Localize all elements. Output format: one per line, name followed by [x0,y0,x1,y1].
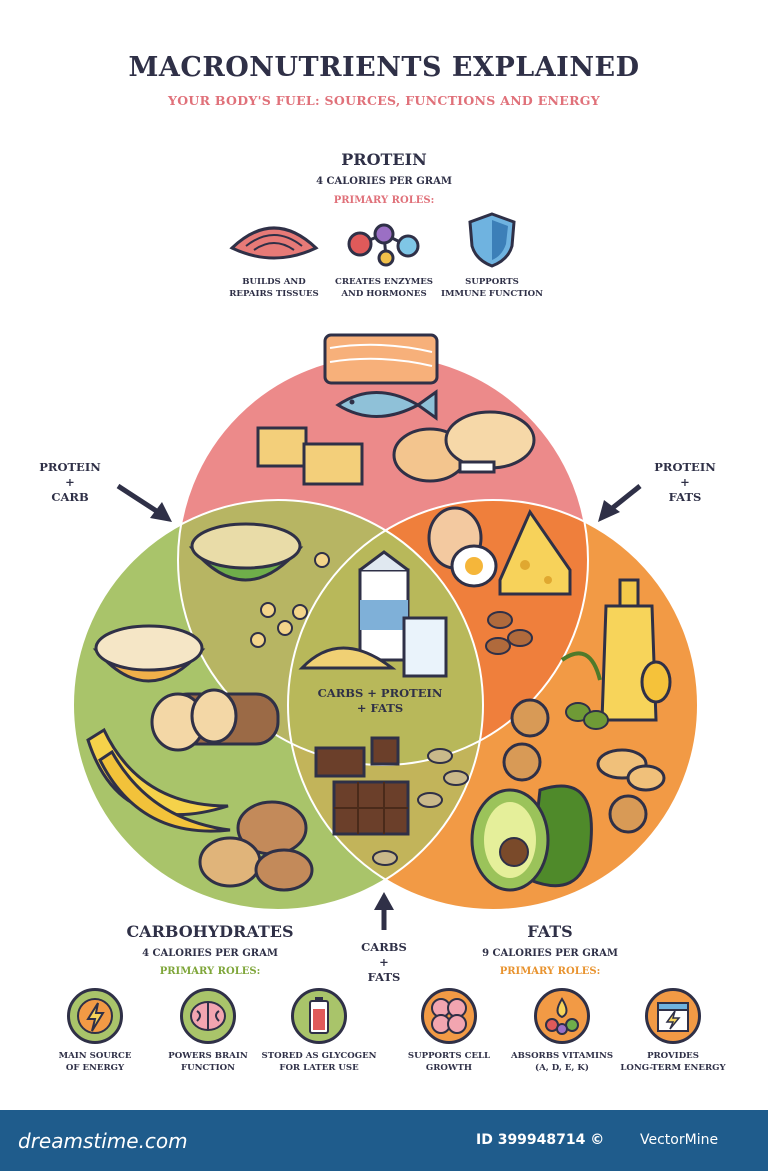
chicken-icon [392,410,536,483]
arrow-protein-fats [598,484,642,522]
protein-fats-label: PROTEIN + FATS [654,460,716,504]
fats-calories: 9 CALORIES PER GRAM [482,948,618,959]
cereal-bowl-icon [188,522,304,582]
shield-icon [468,212,516,268]
fish-icon [335,389,438,421]
page-title: MACRONUTRIENTS EXPLAINED [128,52,640,83]
seeds-icon [372,748,469,866]
cells-icon [421,988,477,1044]
peanuts-icon [596,748,666,792]
fats-roles-label: PRIMARY ROLES: [499,966,601,977]
carbs-role-1-caption: MAIN SOURCE OF ENERGY [58,1051,132,1073]
arrow-carbs-fats [374,892,394,930]
almonds-icon [485,611,533,655]
fats-role-2-caption: ABSORBS VITAMINS (A, D, E, K) [510,1051,614,1073]
protein-roles-label: PRIMARY ROLES: [333,195,435,206]
footer-bar [0,1110,768,1171]
protein-role-3-caption: SUPPORTS IMMUNE FUNCTION [441,277,543,299]
carbs-calories: 4 CALORIES PER GRAM [142,948,278,959]
banana-icon [86,727,231,833]
arrow-protein-carb [116,483,172,522]
footer-author[interactable]: VectorMine [640,1132,719,1148]
oil-bottle-icon [600,578,672,722]
carbs-role-2-caption: POWERS BRAIN FUNCTION [168,1051,248,1073]
cheese-icon [498,508,572,596]
protein-calories: 4 CALORIES PER GRAM [316,176,452,187]
muscle-icon [229,226,319,260]
brain-icon [180,988,236,1044]
carbs-role-3-caption: STORED AS GLYCOGEN FOR LATER USE [261,1051,377,1073]
chickpeas-icon [250,552,330,648]
lightning-icon [67,988,123,1044]
avocado-icon [470,784,593,892]
fats-role-3-caption: PROVIDES LONG-TERM ENERGY [620,1051,726,1073]
molecule-icon [347,223,420,267]
oatmeal-bowl-icon [92,624,206,683]
carbs-roles-label: PRIMARY ROLES: [159,966,261,977]
footer-image-id: ID 399948714 © [476,1132,605,1148]
calendar-energy-icon [645,988,701,1044]
footer-brand[interactable]: dreamstime.com [18,1129,188,1153]
walnuts-icon [502,698,648,834]
salmon-fillet-icon [323,333,439,385]
protein-carb-label: PROTEIN + CARB [39,460,101,504]
chocolate-icon [314,736,410,836]
carbs-title: CARBOHYDRATES [126,922,294,941]
vitamin-drop-icon [534,988,590,1044]
protein-role-2-caption: CREATES ENZYMES AND HORMONES [335,277,433,299]
bread-loaf-icon [150,688,280,752]
page-subtitle: YOUR BODY'S FUEL: SOURCES, FUNCTIONS AND… [167,93,600,108]
protein-title: PROTEIN [341,150,427,169]
carbs-fats-label: CARBS + FATS [361,940,407,984]
egg-icon [427,506,498,588]
center-overlap-label: CARBS + PROTEIN + FATS [317,686,443,715]
fats-title: FATS [527,922,573,941]
olives-icon [560,651,609,730]
protein-role-1-caption: BUILDS AND REPAIRS TISSUES [229,277,319,299]
milk-glass-icon [402,616,448,678]
cheese-crumbs-icon [298,646,397,670]
battery-icon [291,988,347,1044]
fats-role-1-caption: SUPPORTS CELL GROWTH [407,1051,491,1073]
potato-icon [198,800,314,892]
milk-carton-icon [358,550,410,662]
tofu-icon [256,426,364,486]
